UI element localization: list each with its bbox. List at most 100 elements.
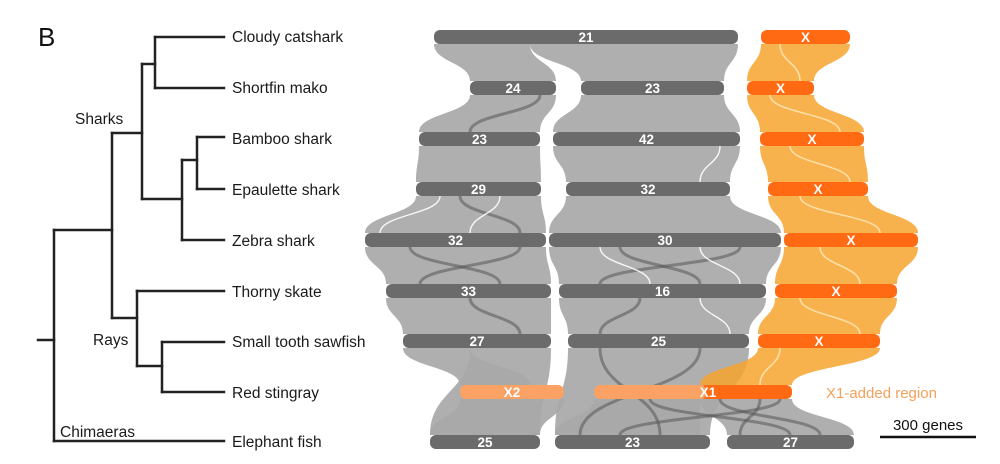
chromosome-label: 32 bbox=[448, 233, 463, 248]
chromosome-label: X bbox=[776, 81, 785, 96]
x-ribbon-gap bbox=[769, 94, 841, 133]
chromosome-label: 42 bbox=[639, 132, 654, 147]
chromosome-block bbox=[758, 334, 880, 348]
chromosome-block bbox=[775, 284, 897, 298]
grey-ribbon bbox=[419, 95, 556, 132]
species-label-red-stingray: Red stingray bbox=[232, 385, 319, 402]
chromosome-label: 27 bbox=[469, 334, 484, 349]
rearrangement-strand bbox=[648, 398, 792, 436]
grey-ribbon bbox=[430, 399, 564, 435]
chromosome-label: 29 bbox=[471, 182, 486, 197]
clade-label-rays: Rays bbox=[93, 332, 129, 349]
grey-ribbon bbox=[386, 298, 551, 334]
chromosome-label: X1 bbox=[700, 385, 717, 400]
panel-label: B bbox=[38, 22, 55, 52]
species-label-small-tooth-sawfish: Small tooth sawfish bbox=[232, 334, 366, 351]
chromosome-block bbox=[747, 81, 814, 95]
rearrangement-strand bbox=[468, 94, 542, 133]
species-label-shortfin-mako: Shortfin mako bbox=[232, 80, 328, 97]
species-label-epaulette-shark: Epaulette shark bbox=[232, 182, 340, 199]
ribbon-gap bbox=[699, 297, 731, 335]
rearrangement-strand bbox=[458, 195, 522, 234]
chromosome-block bbox=[760, 132, 864, 146]
chromosome-label: 30 bbox=[657, 233, 672, 248]
x-ribbon-gap bbox=[789, 145, 851, 183]
x-ribbon-gap bbox=[779, 43, 801, 82]
orange-ribbon bbox=[775, 247, 918, 284]
grey-ribbon bbox=[553, 146, 740, 182]
chromosome-label: X2 bbox=[504, 385, 521, 400]
chromosome-label: X bbox=[813, 182, 822, 197]
orange-ribbon bbox=[760, 146, 868, 182]
ribbon-gap bbox=[699, 145, 721, 183]
synteny-ribbons bbox=[365, 43, 918, 436]
x1-added-region-label: X1-added region bbox=[826, 385, 937, 402]
chromosome-label: X bbox=[807, 132, 816, 147]
chromosome-label: 23 bbox=[625, 435, 641, 450]
chromosome-block bbox=[430, 435, 540, 449]
chromosome-block bbox=[549, 233, 781, 247]
rearrangement-strand bbox=[598, 297, 642, 335]
species-label-thorny-skate: Thorny skate bbox=[232, 284, 322, 301]
chromosome-block bbox=[566, 182, 730, 196]
x-ribbon-gap bbox=[799, 195, 881, 234]
ribbon-gap bbox=[469, 195, 501, 234]
chromosome-block bbox=[403, 334, 551, 348]
chromosome-label: 23 bbox=[472, 132, 488, 147]
chromosome-block bbox=[434, 30, 738, 44]
chromosome-label: 24 bbox=[505, 81, 521, 96]
rearrangement-strand bbox=[418, 246, 522, 285]
chromosome-block bbox=[365, 233, 546, 247]
chromosome-block bbox=[419, 132, 540, 146]
species-label-elephant-fish: Elephant fish bbox=[232, 434, 322, 451]
chromosome-label: 32 bbox=[640, 182, 655, 197]
chromosome-block bbox=[559, 284, 766, 298]
grey-ribbon bbox=[559, 298, 766, 334]
rearrangement-strand bbox=[598, 246, 742, 285]
orange-ribbon bbox=[747, 44, 850, 81]
orange-ribbon bbox=[700, 348, 880, 385]
chromosome-block bbox=[555, 435, 710, 449]
chromosome-block bbox=[581, 81, 724, 95]
chromosome-label: X bbox=[814, 334, 823, 349]
ribbon-gap bbox=[379, 195, 441, 234]
chromosome-block bbox=[553, 132, 740, 146]
x-ribbon-gap bbox=[819, 246, 861, 285]
scale-bar-label: 300 genes bbox=[893, 417, 963, 434]
chromosome-label: 25 bbox=[477, 435, 493, 450]
chromosome-label: 25 bbox=[651, 334, 667, 349]
species-label-zebra-shark: Zebra shark bbox=[232, 233, 315, 250]
grey-ribbon bbox=[530, 44, 738, 81]
ribbon-gap bbox=[699, 246, 741, 285]
rearrangement-strand bbox=[738, 398, 762, 436]
phylogenetic-tree bbox=[36, 35, 226, 443]
chromosome-label: X bbox=[801, 30, 810, 45]
grey-ribbon bbox=[553, 95, 740, 132]
chromosome-block bbox=[470, 81, 556, 95]
chromosome-block bbox=[416, 182, 541, 196]
x1-added-region bbox=[700, 385, 792, 399]
grey-ribbon bbox=[434, 44, 556, 81]
x-ribbon-gap bbox=[799, 297, 861, 335]
clade-label-sharks: Sharks bbox=[75, 111, 123, 128]
rearrangement-strand bbox=[618, 398, 782, 436]
chromosome-label: X bbox=[846, 233, 855, 248]
chromosome-block bbox=[768, 182, 868, 196]
chromosome-label: 27 bbox=[783, 435, 798, 450]
rearrangement-strand bbox=[718, 398, 822, 436]
chromosome-label: 16 bbox=[655, 284, 671, 299]
rearrangement-strand bbox=[468, 297, 522, 335]
chromosome-label: 33 bbox=[461, 284, 477, 299]
chromosome-block bbox=[386, 284, 551, 298]
clade-label-chimaeras: Chimaeras bbox=[60, 424, 135, 441]
chromosome-label: 21 bbox=[578, 30, 594, 45]
species-label-cloudy-catshark: Cloudy catshark bbox=[232, 29, 343, 46]
grey-ribbon bbox=[416, 146, 541, 182]
grey-ribbon bbox=[365, 196, 546, 233]
chromosome-block bbox=[594, 385, 706, 399]
chromosome-block bbox=[568, 334, 749, 348]
grey-ribbon bbox=[549, 196, 781, 233]
chromosome-label: X bbox=[831, 284, 840, 299]
